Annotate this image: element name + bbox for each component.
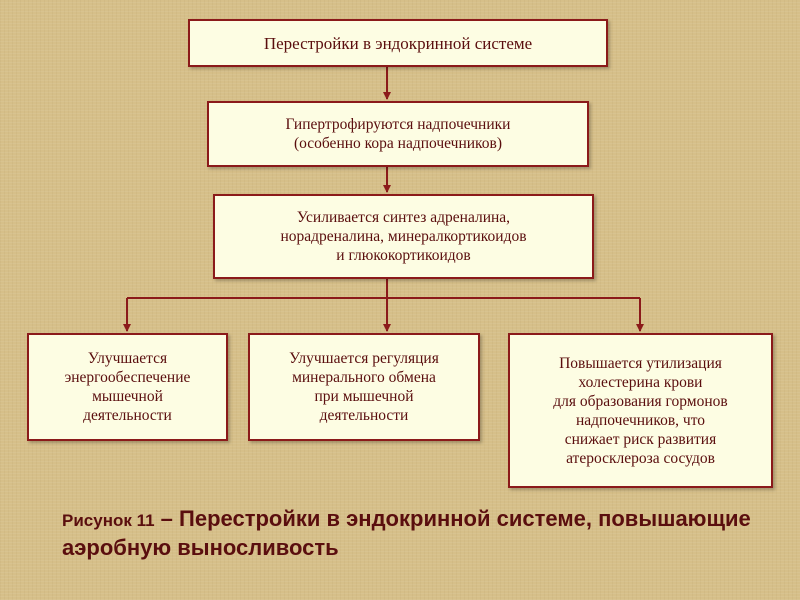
figure-caption-dash: – — [154, 506, 180, 531]
adrenal-hypertrophy-box: Гипертрофируются надпочечники (особенно … — [207, 101, 589, 167]
root-node-box: Перестройки в эндокринной системе — [188, 19, 608, 67]
figure-caption-label: Рисунок 11 — [62, 511, 155, 530]
effect-energy-box: Улучшается энергообеспечение мышечной де… — [27, 333, 228, 441]
figure-caption: Рисунок 11 – Перестройки в эндокринной с… — [62, 505, 762, 561]
hormone-synthesis-box: Усиливается синтез адреналина, норадрена… — [213, 194, 594, 279]
effect-mineral-box: Улучшается регуляция минерального обмена… — [248, 333, 480, 441]
effect-cholesterol-box: Повышается утилизация холестерина крови … — [508, 333, 773, 488]
figure-caption-text: Перестройки в эндокринной системе, повыш… — [62, 506, 751, 560]
